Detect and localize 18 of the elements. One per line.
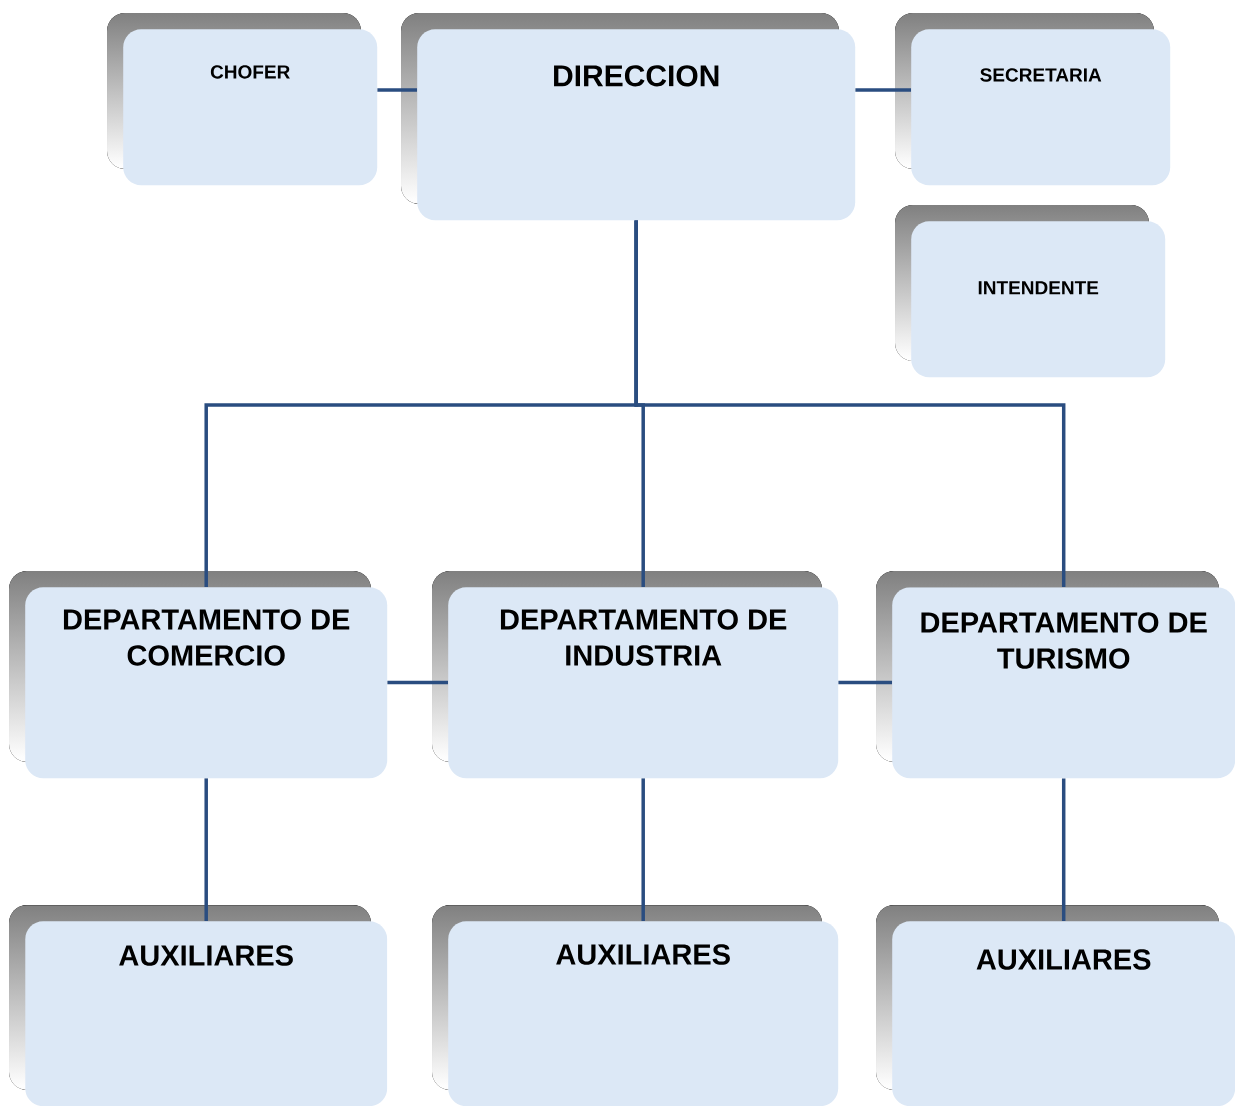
connector-line <box>387 680 448 685</box>
org-box: DEPARTAMENTO DE COMERCIO <box>9 571 388 779</box>
org-box: DEPARTAMENTO DE TURISMO <box>876 571 1235 779</box>
connector-line <box>377 88 417 92</box>
connector-line <box>204 778 208 921</box>
connector-line <box>838 680 892 685</box>
connector-line <box>641 778 645 921</box>
org-box: INTENDENTE <box>895 205 1166 378</box>
org-box: DIRECCION <box>401 13 856 221</box>
org-box: CHOFER <box>107 13 378 186</box>
connector-line <box>855 88 911 92</box>
org-box: SECRETARIA <box>895 13 1171 186</box>
org-box: AUXILIARES <box>876 905 1235 1106</box>
org-box: AUXILIARES <box>9 905 388 1106</box>
connector-line <box>1061 778 1066 921</box>
org-box: DEPARTAMENTO DE INDUSTRIA <box>432 571 839 779</box>
connector-line <box>634 220 1066 587</box>
org-box: AUXILIARES <box>432 905 839 1106</box>
